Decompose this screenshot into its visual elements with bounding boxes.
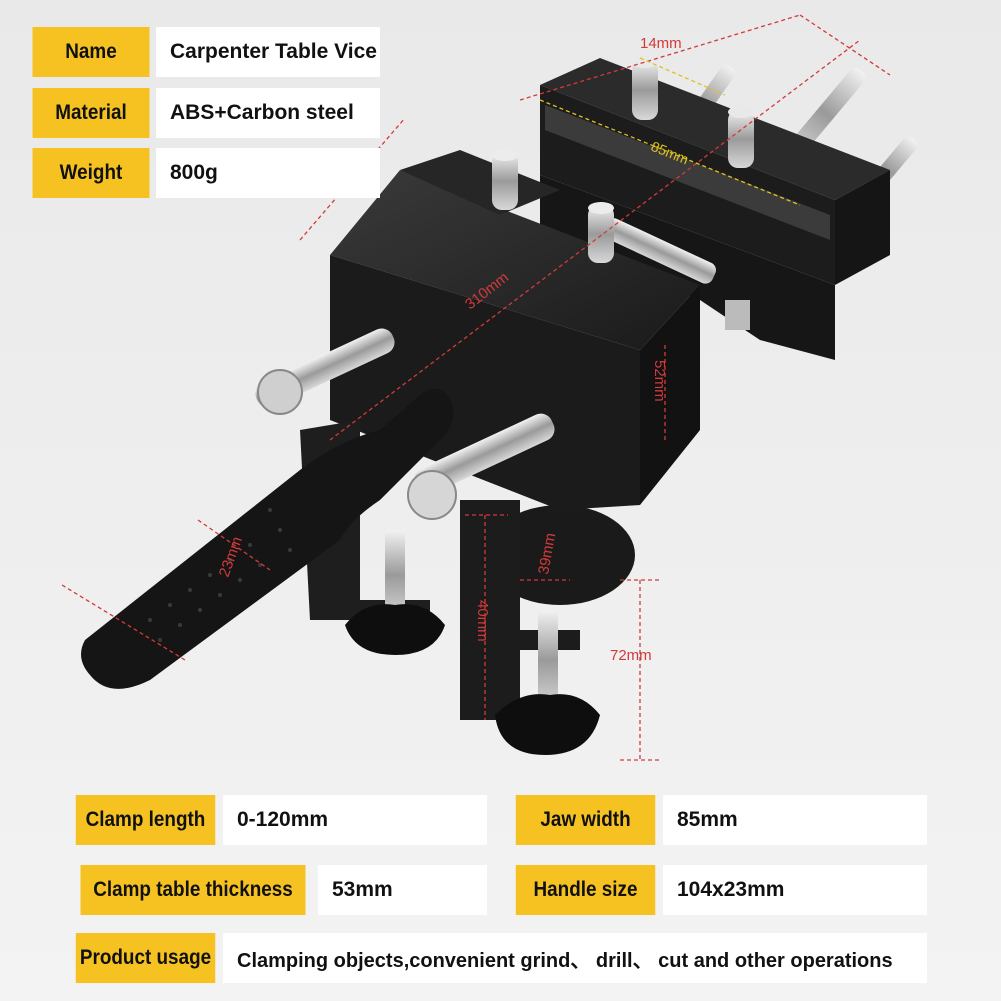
spec-label: Clamp length — [75, 795, 216, 845]
spec-row-material: Material ABS+Carbon steel — [26, 88, 380, 138]
spec-label: Material — [32, 88, 150, 138]
dim-side-height: 52mm — [651, 360, 668, 402]
spec-value: 800g — [156, 148, 380, 198]
spec-label: Name — [32, 27, 150, 77]
dim-clamp-opening: 39mm — [535, 532, 559, 576]
front-rods — [255, 328, 555, 520]
spec-label: Jaw width — [515, 795, 656, 845]
spec-label: Product usage — [75, 933, 216, 983]
spec-row-product-usage: Product usage Clamping objects,convenien… — [68, 933, 927, 983]
clamp-knob-left — [345, 604, 445, 655]
spec-label: Clamp table thickness — [80, 865, 306, 915]
spec-row-jaw-width: Jaw width 85mm — [508, 795, 927, 845]
dim-clamp-height: 72mm — [610, 647, 652, 664]
spec-value: 0-120mm — [223, 795, 487, 845]
spec-row-clamp-length: Clamp length 0-120mm — [68, 795, 487, 845]
spec-label: Weight — [32, 148, 150, 198]
vice-handle — [81, 388, 454, 689]
jaw-dimension-lines — [539, 57, 801, 206]
dim-clamp-leg: 40mm — [474, 600, 491, 642]
spec-row-clamp-table-thickness: Clamp table thickness 53mm — [68, 865, 487, 915]
spec-value: 53mm — [318, 865, 487, 915]
spec-value: Carpenter Table Vice — [156, 27, 380, 77]
spec-row-handle-size: Handle size 104x23mm — [508, 865, 927, 915]
spec-value: 104x23mm — [663, 865, 927, 915]
spec-row-weight: Weight 800g — [26, 148, 380, 198]
lead-screw — [603, 218, 716, 284]
spec-value: ABS+Carbon steel — [156, 88, 380, 138]
rear-pins — [632, 56, 754, 168]
spec-row-name: Name Carpenter Table Vice — [26, 27, 380, 77]
rear-slot — [725, 300, 750, 330]
clamp-knob-right — [495, 694, 600, 755]
spec-label: Handle size — [515, 865, 656, 915]
spec-value: 85mm — [663, 795, 927, 845]
dim-jaw-depth: 14mm — [640, 35, 682, 52]
front-pins — [492, 149, 614, 263]
spec-value: Clamping objects,convenient grind、 drill… — [223, 933, 927, 983]
